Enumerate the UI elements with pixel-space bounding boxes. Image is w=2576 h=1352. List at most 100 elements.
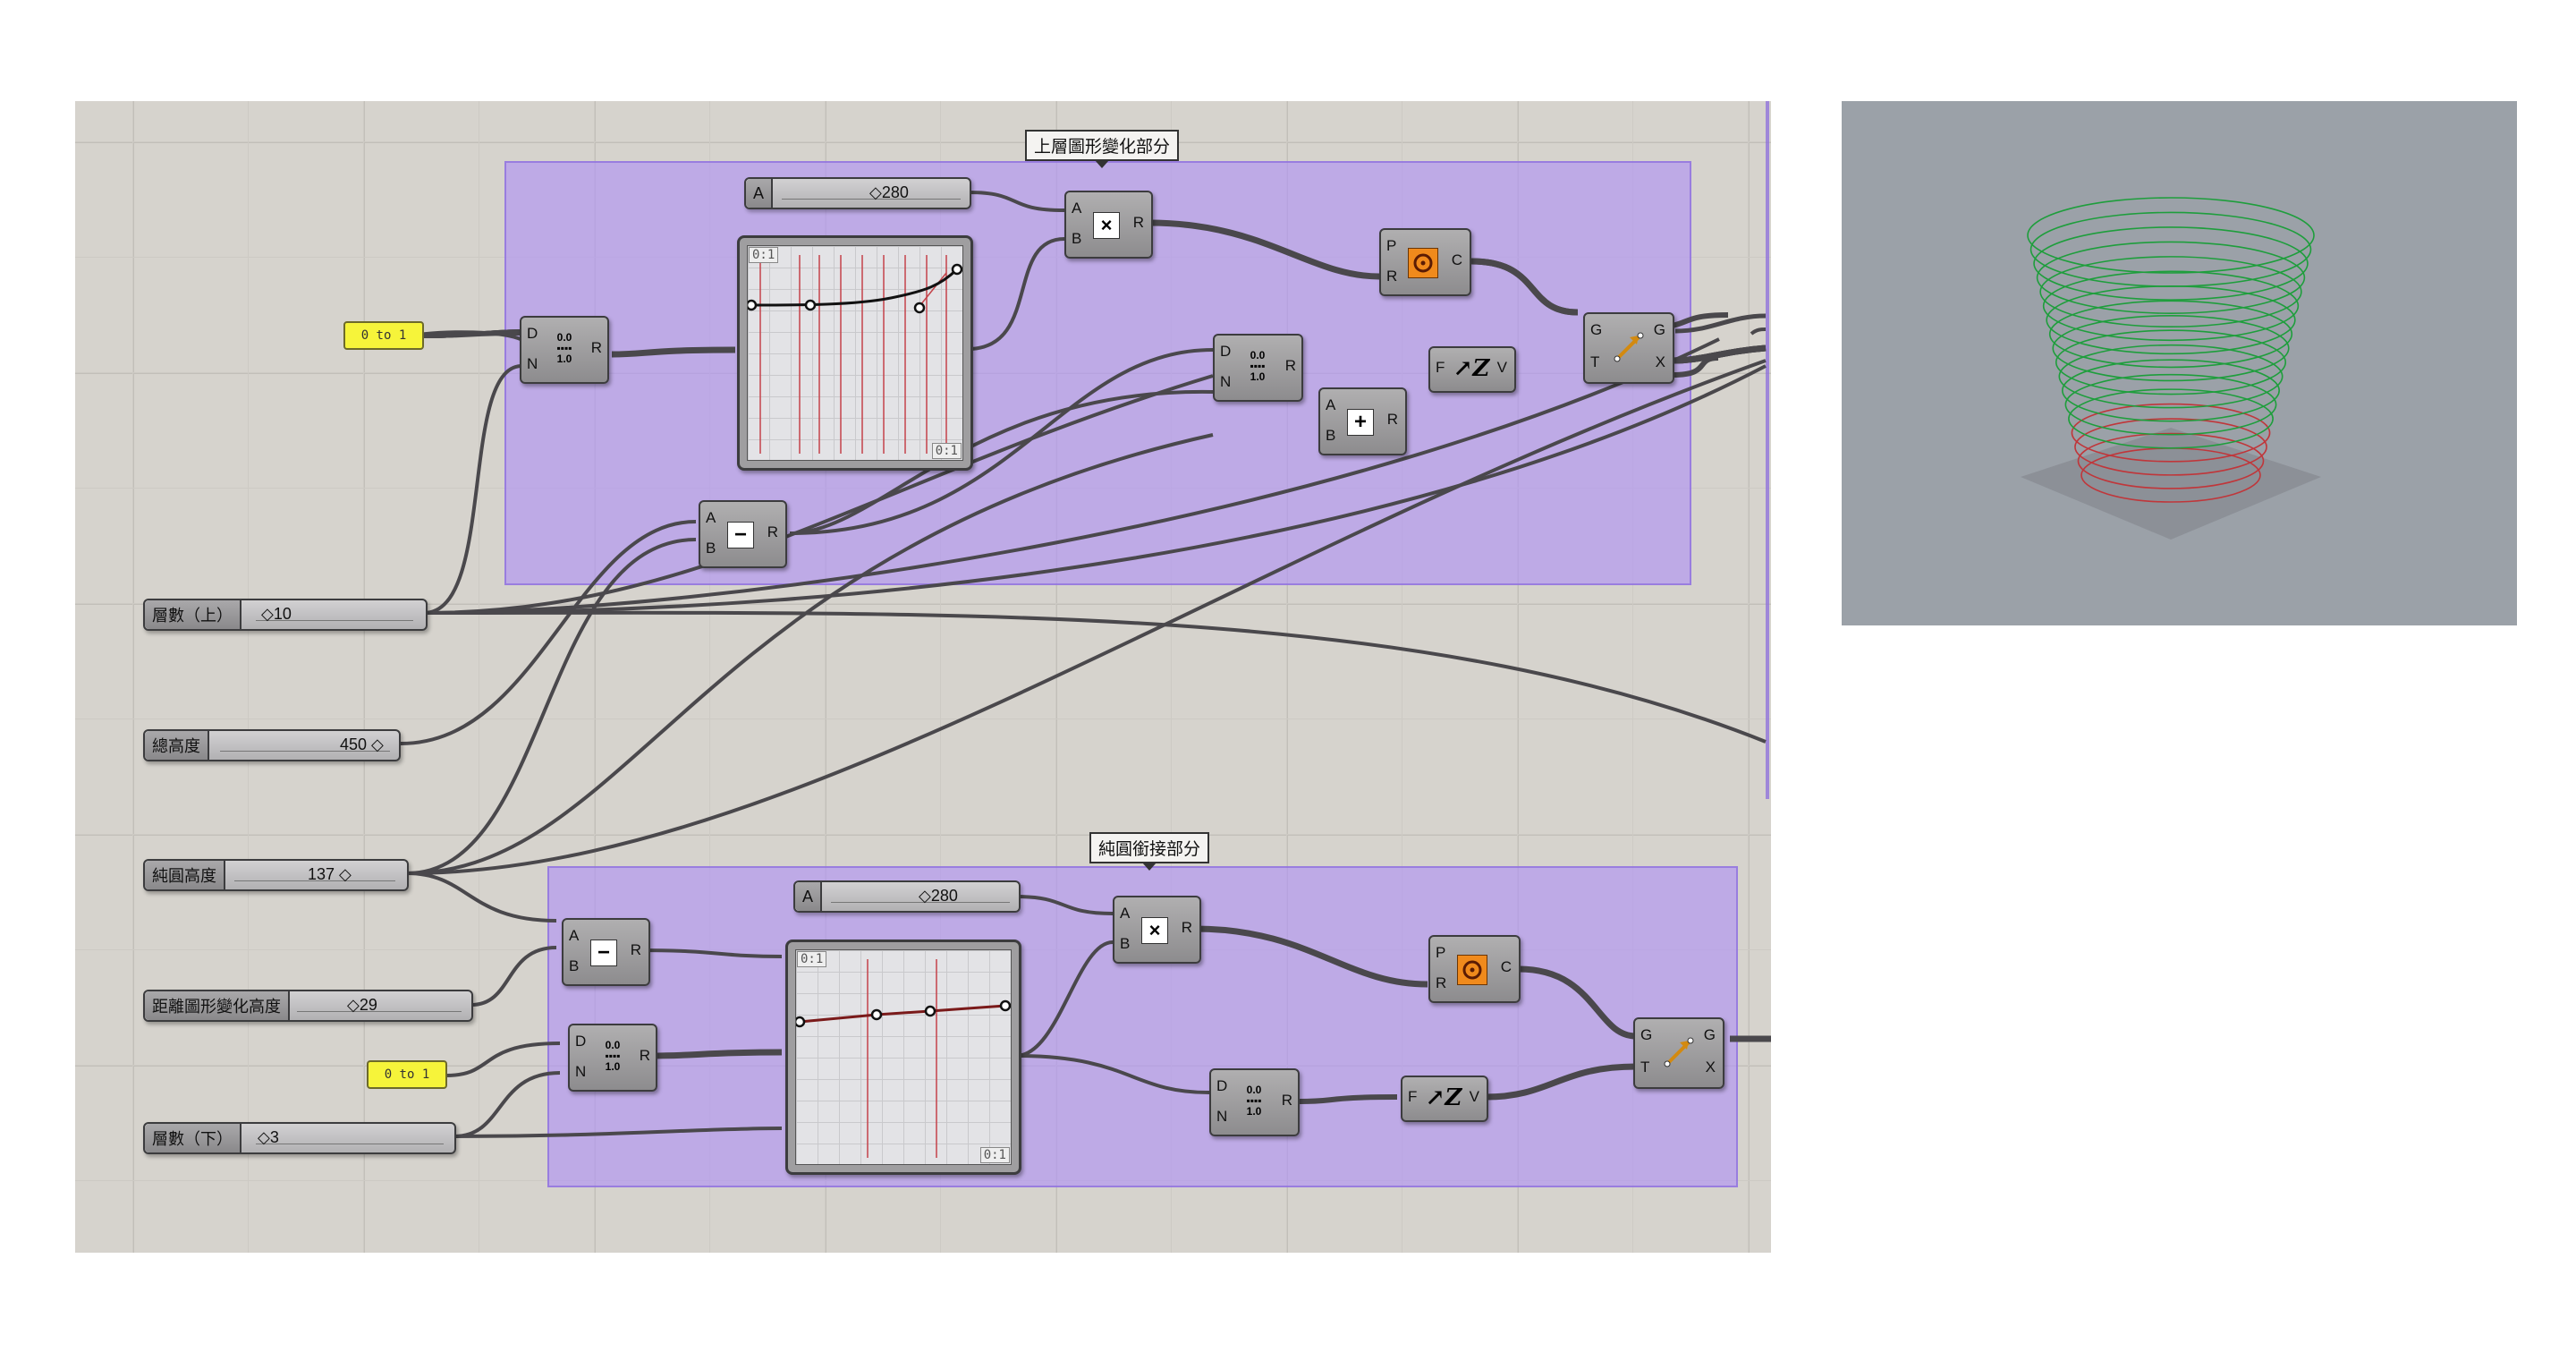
pin-a[interactable]: A [1072,200,1082,217]
pin-p[interactable]: P [1436,944,1446,961]
pin-x[interactable]: X [1655,353,1665,370]
pin-d[interactable]: D [527,325,538,342]
slider-value[interactable]: ◇29 [347,996,377,1014]
range-component-upper-2[interactable]: D N R 0.0 ▪▪▪▪ 1.0 [1213,334,1303,402]
graph-area[interactable] [747,245,963,461]
slider-track[interactable] [220,738,390,752]
slider-layers-lower[interactable]: 層數（下） ◇3 [143,1122,456,1154]
subtraction-component-lower[interactable]: A B R − [562,918,650,986]
pin-r[interactable]: R [1386,268,1398,285]
slider-value[interactable]: ◇3 [258,1128,279,1146]
pin-b[interactable]: B [1120,935,1131,952]
pin-a[interactable]: A [569,927,580,944]
pin-d[interactable]: D [1220,343,1232,360]
pin-n[interactable]: N [1220,373,1232,390]
slider-track[interactable] [256,608,413,621]
slider-a-lower[interactable]: A ◇280 [793,880,1021,913]
slider-distance-height[interactable]: 距離圖形變化高度 ◇29 [143,990,473,1022]
pin-f[interactable]: F [1436,359,1445,376]
slider-value[interactable]: 450 ◇ [340,736,384,753]
pin-r[interactable]: R [590,339,602,356]
pin-r[interactable]: R [767,523,778,540]
slider-value-text: 3 [269,1128,279,1146]
pin-d[interactable]: D [1216,1077,1228,1094]
domain-panel-upper[interactable]: 0 to 1 [343,321,424,350]
slider-value-text: 10 [273,605,292,623]
pin-r[interactable]: R [1132,214,1144,231]
pin-r[interactable]: R [630,941,641,958]
slider-label: A [795,882,823,911]
pin-t[interactable]: T [1640,1059,1650,1076]
graph-area[interactable] [795,949,1012,1165]
graph-mapper-lower[interactable]: 0:1 0:1 [785,940,1021,1175]
slider-value-text: 450 [340,736,368,753]
pin-a[interactable]: A [1326,396,1336,413]
pin-n[interactable]: N [527,355,538,372]
pin-c[interactable]: C [1500,958,1512,975]
pin-t[interactable]: T [1590,353,1600,370]
pin-g-out[interactable]: G [1703,1026,1716,1043]
slider-pure-circle-height[interactable]: 純圓高度 137 ◇ [143,859,409,891]
subtraction-component-upper[interactable]: A B R − [699,500,787,568]
pin-p[interactable]: P [1386,237,1397,254]
multiply-component-upper[interactable]: A B R × [1064,191,1153,259]
pin-r[interactable]: R [1284,357,1296,374]
pin-c[interactable]: C [1451,251,1462,268]
pin-b[interactable]: B [706,540,716,557]
slider-total-height[interactable]: 總高度 450 ◇ [143,729,401,761]
slider-track[interactable] [831,889,1010,903]
move-component-lower[interactable]: G T G X [1633,1017,1724,1089]
pin-r[interactable]: R [1436,974,1447,991]
slider-track[interactable] [782,186,961,200]
slider-layers-upper[interactable]: 層數（上） ◇10 [143,599,428,631]
pin-b[interactable]: B [1072,230,1082,247]
pin-r[interactable]: R [639,1047,650,1064]
pin-b[interactable]: B [569,957,580,974]
slider-value[interactable]: 137 ◇ [308,865,352,883]
range-component-lower[interactable]: D N R 0.0 ▪▪▪▪ 1.0 [568,1024,657,1092]
range-top-value: 0.0 [556,331,572,344]
circle-component-lower[interactable]: P R C [1428,935,1521,1003]
pin-v[interactable]: V [1469,1088,1479,1105]
slider-track[interactable] [234,868,395,881]
pin-r[interactable]: R [1181,919,1192,936]
pin-r[interactable]: R [1386,411,1398,428]
pin-d[interactable]: D [575,1033,587,1050]
slider-label: 總高度 [145,731,209,760]
slider-track[interactable] [256,1131,444,1144]
range-component-lower-2[interactable]: D N R 0.0 ▪▪▪▪ 1.0 [1209,1068,1300,1136]
grasshopper-canvas[interactable]: 上層圖形變化部分 純圓銜接部分 [75,101,1771,1253]
slider-value[interactable]: ◇280 [869,183,909,201]
domain-panel-lower[interactable]: 0 to 1 [367,1060,447,1089]
slider-value[interactable]: ◇280 [919,887,958,905]
graph-mapper-upper[interactable]: 0:1 0:1 [737,235,973,471]
slider-a-upper[interactable]: A ◇280 [744,177,971,209]
group-lower-title[interactable]: 純圓銜接部分 [1089,832,1210,871]
circle-component-upper[interactable]: P R C [1379,228,1471,296]
pin-n[interactable]: N [1216,1108,1228,1125]
rhino-viewport[interactable] [1842,101,2517,625]
pin-n[interactable]: N [575,1063,587,1080]
unit-z-component-upper[interactable]: F V ↗Z [1428,346,1516,393]
group-upper-title[interactable]: 上層圖形變化部分 [1025,130,1180,168]
range-component-upper[interactable]: D N R 0.0 ▪▪▪▪ 1.0 [520,316,609,384]
multiply-component-lower[interactable]: A B R × [1113,896,1201,964]
pin-g-in[interactable]: G [1590,321,1603,338]
multiply-icon: × [1093,212,1120,239]
pin-b[interactable]: B [1326,427,1336,444]
move-component-upper[interactable]: G T G X [1583,312,1674,384]
unit-z-component-lower[interactable]: F V ↗Z [1401,1076,1488,1122]
pin-v[interactable]: V [1496,359,1507,376]
slider-track[interactable] [297,999,462,1012]
slider-value[interactable]: ◇10 [261,605,292,623]
pin-a[interactable]: A [706,509,716,526]
pin-x[interactable]: X [1705,1059,1716,1076]
slider-label: 純圓高度 [145,861,225,889]
pin-a[interactable]: A [1120,905,1131,922]
pin-r[interactable]: R [1281,1092,1292,1109]
helix-ring [2029,211,2312,287]
pin-f[interactable]: F [1408,1088,1418,1105]
addition-component-upper[interactable]: A B R + [1318,387,1407,455]
pin-g-out[interactable]: G [1653,321,1665,338]
pin-g-in[interactable]: G [1640,1026,1653,1043]
